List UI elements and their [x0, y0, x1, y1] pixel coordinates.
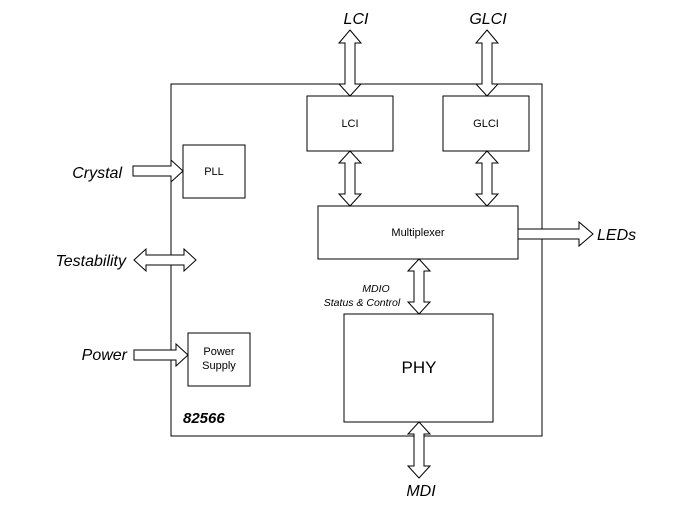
phy-block-label: PHY: [402, 358, 437, 377]
power-supply-block: [187, 332, 251, 387]
mdi-arrow: [406, 421, 432, 479]
mdio-label: MDIO: [362, 283, 389, 295]
multiplexer-block: [317, 205, 519, 260]
leds-label: LEDs: [597, 227, 636, 244]
power-arrow: [133, 342, 189, 368]
pll-block-label: PLL: [204, 166, 224, 178]
leds-arrow: [517, 220, 594, 248]
lci-external-label: LCI: [344, 11, 369, 28]
lci-external-arrow: [337, 29, 363, 97]
testability-arrow: [133, 247, 197, 273]
lci-block-label: LCI: [341, 118, 358, 130]
chip-name-label: 82566: [183, 410, 225, 427]
glci-block: [442, 95, 530, 152]
glci-block-label: GLCI: [473, 118, 499, 130]
mdio-arrow: [406, 258, 432, 315]
glci-mux-arrow: [474, 150, 500, 207]
power-label: Power: [82, 347, 128, 364]
power-supply-label-line2: Supply: [202, 360, 236, 372]
glci-external-label: GLCI: [469, 11, 507, 28]
lci-mux-arrow: [337, 150, 363, 207]
testability-label: Testability: [55, 253, 127, 270]
mdi-label: MDI: [406, 483, 436, 500]
crystal-arrow: [132, 158, 184, 184]
status-control-label: Status & Control: [324, 297, 401, 309]
pll-block: [182, 144, 246, 199]
power-supply-label-line1: Power: [203, 346, 235, 358]
crystal-label: Crystal: [72, 165, 122, 182]
multiplexer-block-label: Multiplexer: [391, 227, 445, 239]
lci-block: [306, 95, 394, 152]
glci-external-arrow: [474, 29, 500, 97]
